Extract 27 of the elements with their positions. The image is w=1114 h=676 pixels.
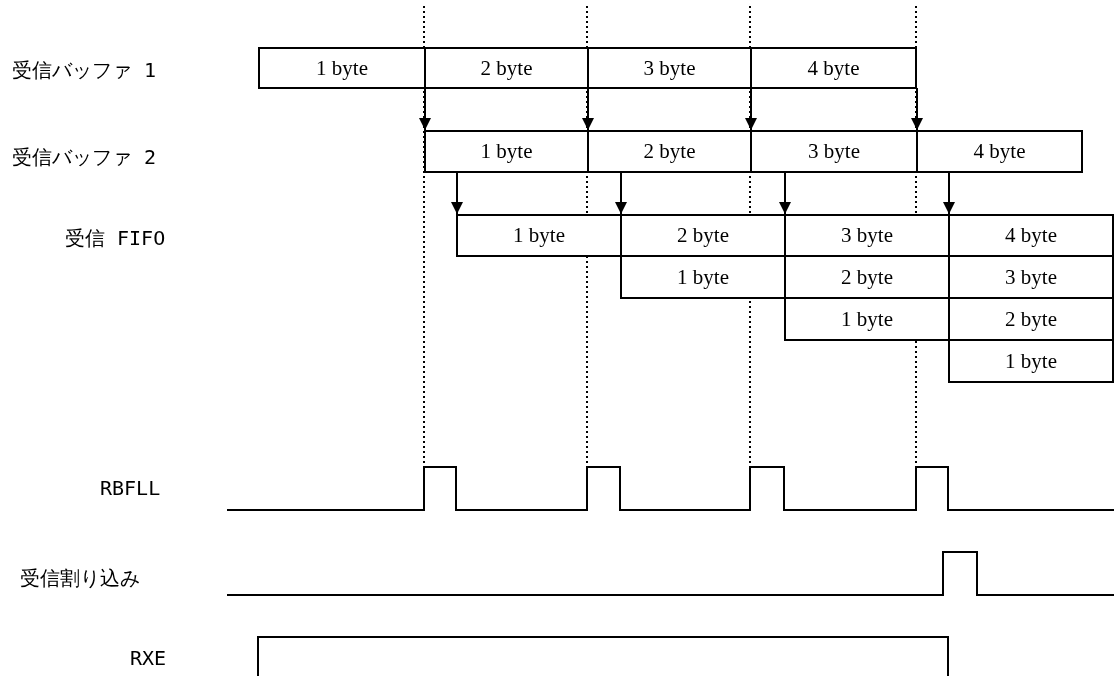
- byte-cell: 1 byte: [456, 214, 622, 257]
- arrow: [745, 87, 757, 131]
- signal-name: 受信 FIFO: [65, 226, 166, 250]
- arrow: [779, 171, 791, 215]
- signal-name: 受信バッファ 2: [12, 145, 157, 169]
- arrow: [582, 87, 594, 131]
- byte-cell: 2 byte: [424, 47, 589, 89]
- byte-cell: 1 byte: [424, 130, 589, 173]
- signal-name: RBFLL: [100, 476, 161, 500]
- arrow: [911, 87, 923, 131]
- arrow: [451, 171, 463, 215]
- byte-cell: 2 byte: [587, 130, 752, 173]
- signal-name: 受信割り込み: [20, 566, 140, 590]
- byte-cell: 3 byte: [750, 130, 918, 173]
- arrow: [943, 171, 955, 215]
- arrow: [419, 87, 431, 131]
- arrow: [615, 171, 627, 215]
- byte-cell: 1 byte: [948, 339, 1114, 383]
- byte-cell: 1 byte: [258, 47, 426, 89]
- byte-cell: 1 byte: [620, 255, 786, 299]
- byte-cell: 4 byte: [750, 47, 917, 89]
- byte-cell: 4 byte: [916, 130, 1083, 173]
- signal-name: RXE: [130, 646, 167, 670]
- byte-cell: 1 byte: [784, 297, 950, 341]
- byte-cell: 4 byte: [948, 214, 1114, 257]
- byte-cell: 3 byte: [587, 47, 752, 89]
- signal-name: 受信バッファ 1: [12, 58, 157, 82]
